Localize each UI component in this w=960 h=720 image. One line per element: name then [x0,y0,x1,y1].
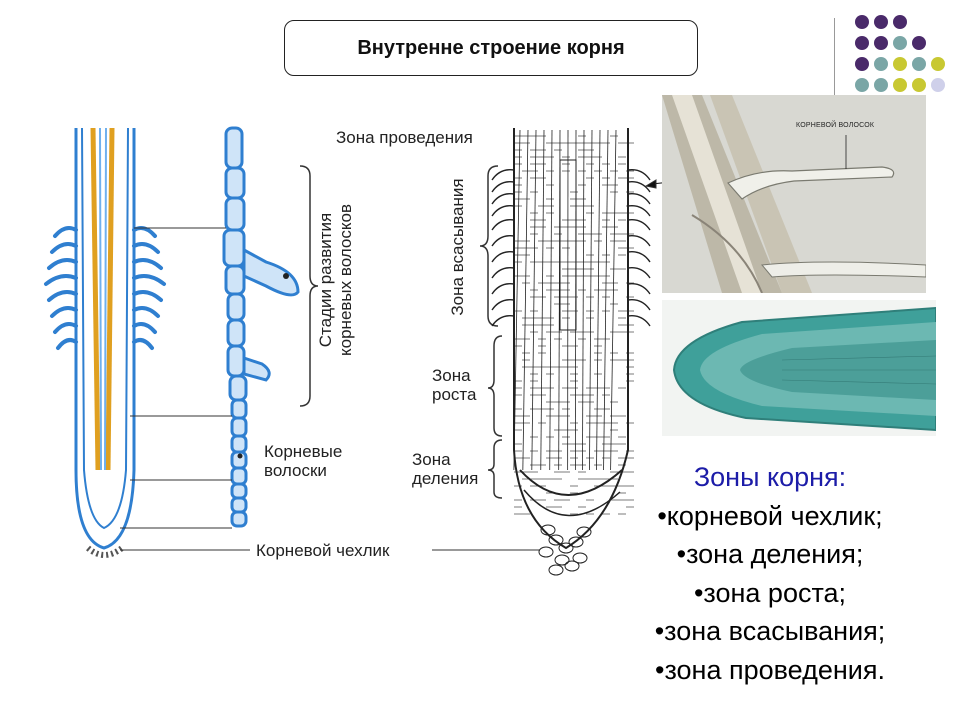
cell-wall [597,130,600,470]
root-cap-label: Корневой чехлик [256,541,432,560]
cell-wall [541,130,544,470]
root-hair-stages-label: Стадии развития корневых волосков [316,182,360,378]
root-hairs-line1: Корневые [264,442,342,461]
cell-wall [589,130,592,470]
root-hair-line [492,284,514,294]
cell-wall [611,130,616,470]
growth-zone-line1: Зона [432,366,471,385]
root-hairs-label: Корневые волоски [264,442,364,480]
root-tip-micrograph [662,300,936,436]
root-zones-list: Зоны корня: •корневой чехлик; •зона деле… [600,458,940,689]
zone-item-growth: •зона роста; [600,574,940,613]
root-hair-line [628,182,650,192]
root-hair-line [55,228,76,236]
cap-cell [573,553,587,563]
root-hair-line [49,292,76,300]
cell-wall [532,130,536,470]
root-hair-line [628,236,650,246]
division-zone-label: Зона деления [412,450,492,488]
root-hair-line [55,324,76,332]
root-hair-line [52,244,76,252]
zone-item-absorption: •зона всасывания; [600,612,940,651]
root-hair-line [628,252,650,262]
root-hair-line [58,340,76,348]
zone-item-conduction: •зона проведения. [600,651,940,690]
root-hair-line [492,236,514,246]
root-hair-line [628,316,650,326]
cell-wall [604,130,608,470]
root-hair-line [492,170,514,180]
root-hair-line [628,194,650,204]
cap-cell [549,565,563,575]
root-hair-line [492,300,514,310]
zone-item-root-cap: •корневой чехлик; [600,497,940,536]
cell-wall [550,130,552,470]
root-hairs-line2: волоски [264,461,327,480]
cell-wall [523,130,528,470]
root-hair-line [492,252,514,262]
root-hair-line [628,268,650,278]
root-hair-line [134,340,152,348]
root-hair-line [134,308,158,316]
root-hair-stages-line1: Стадии развития [316,213,335,348]
root-hair-line [628,300,650,310]
zone-item-division: •зона деления; [600,535,940,574]
photo-root-hair-label: КОРНЕВОЙ ВОЛОСОК [796,122,874,129]
zones-heading: Зоны корня: [600,458,940,497]
root-hair-line [134,276,164,284]
root-hair-line [134,292,161,300]
root-hair-line [46,276,76,284]
absorption-zone-label: Зона всасывания [448,172,470,322]
division-zone-line1: Зона [412,450,451,469]
root-hair-line [49,260,76,268]
root-hair-line [134,228,155,236]
cap-cell [539,547,553,557]
left-root-drawing [46,128,164,555]
division-zone-line2: деления [412,469,478,488]
root-hair-line [492,316,514,326]
root-hair-line [492,194,514,204]
cap-cell [555,555,569,565]
root-hair-line [492,220,514,230]
cap-cell [549,535,563,545]
growth-zone-label: Зона роста [432,366,492,404]
root-hair-line [492,206,514,216]
root-hair-stages-line2: корневых волосков [336,204,355,356]
cell-wall [582,130,584,470]
root-hair-line [52,308,76,316]
conduction-zone-label: Зона проведения [336,128,502,147]
root-hair-micrograph [662,95,926,293]
root-hair-line [492,268,514,278]
root-hair-line [134,244,158,252]
root-hair-line [628,206,650,216]
root-hair-line [134,260,161,268]
root-hair-line [492,182,514,192]
growth-zone-line2: роста [432,385,476,404]
root-hair-line [628,220,650,230]
root-hair-line [628,284,650,294]
root-hair-line [134,324,155,332]
